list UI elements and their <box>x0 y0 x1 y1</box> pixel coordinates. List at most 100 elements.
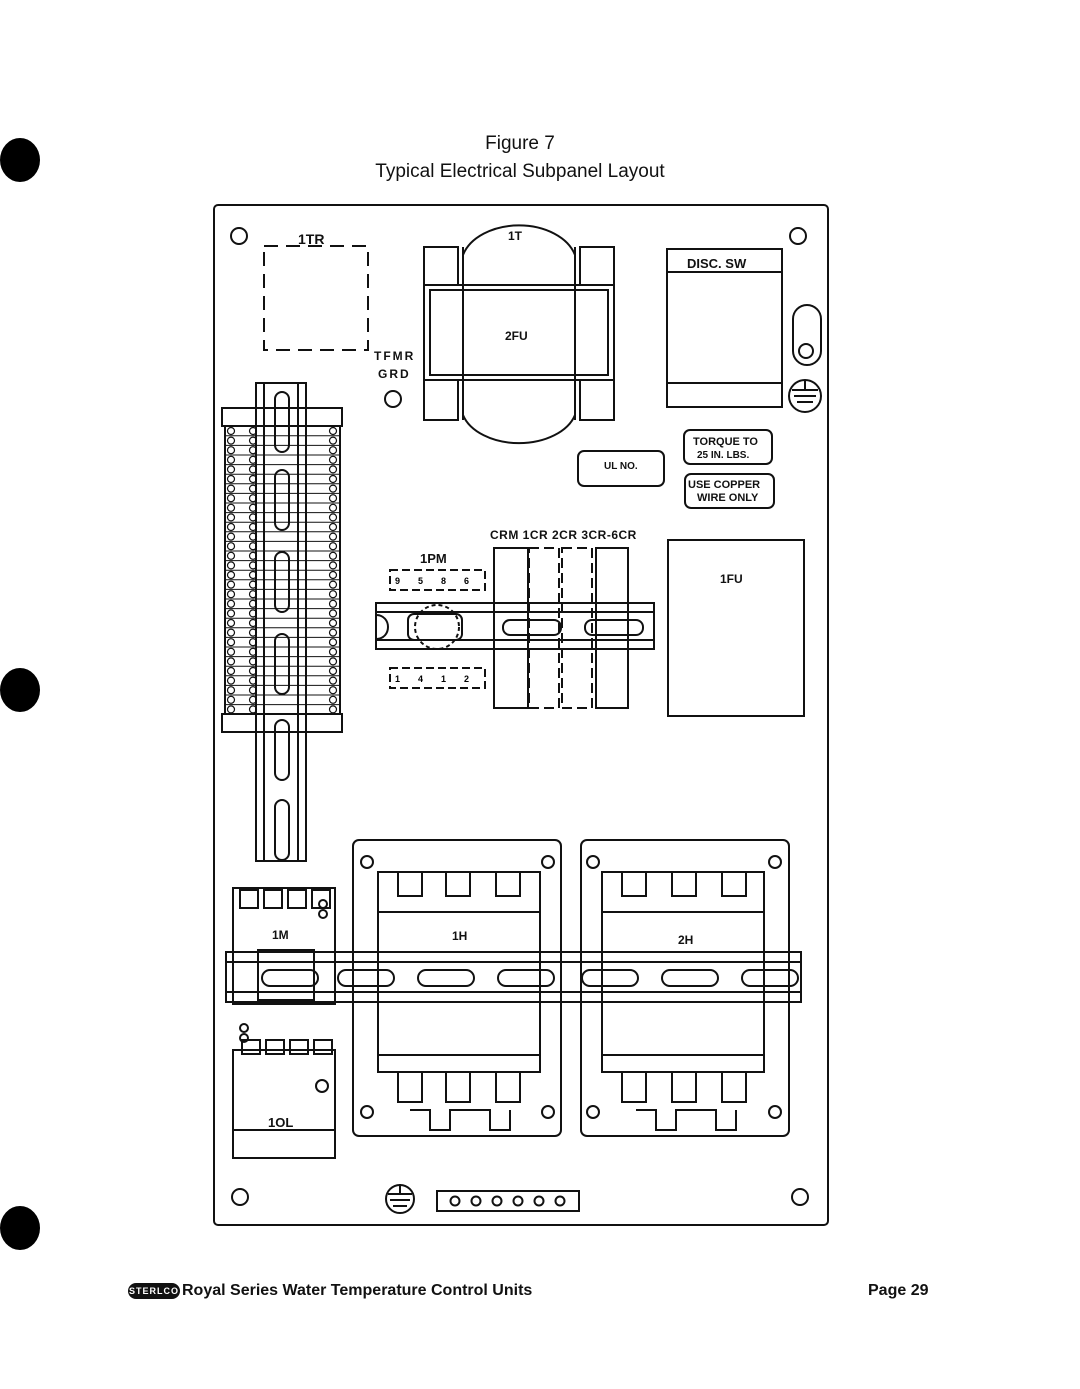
terminal-screw <box>248 570 258 580</box>
terminal-screw <box>226 474 236 484</box>
terminal-screw <box>328 465 338 474</box>
terminal-screw <box>248 609 258 618</box>
terminal-screw <box>328 647 338 656</box>
terminal-screw <box>328 551 338 560</box>
pm-pin-label: 9 <box>395 576 400 586</box>
footer-title: Royal Series Water Temperature Control U… <box>182 1282 533 1299</box>
pm-pin-label: 8 <box>441 576 446 586</box>
terminal-screw <box>248 686 258 695</box>
lower-din-rail <box>225 951 802 1003</box>
fuse-1fu <box>667 539 805 717</box>
terminal-screw <box>328 446 338 455</box>
tr1-outline <box>263 245 369 351</box>
terminal-screw <box>248 484 258 493</box>
terminal-screw <box>248 705 258 714</box>
terminal-screw <box>226 647 236 656</box>
mount-hole <box>230 227 248 245</box>
terminal-screw <box>226 542 236 551</box>
terminal-screw <box>328 628 338 637</box>
pm-pin-label: 6 <box>464 576 469 586</box>
terminal-screw <box>328 513 338 522</box>
terminal-screw <box>248 666 258 676</box>
terminal-screw <box>328 494 338 503</box>
terminal-screw <box>226 532 236 541</box>
terminal-screw <box>328 705 338 714</box>
overload-1ol <box>232 1023 336 1159</box>
figure-title: Figure 7 Typical Electrical Subpanel Lay… <box>0 130 1040 186</box>
terminal-screw <box>328 436 338 445</box>
terminal-screw <box>328 561 338 570</box>
terminal-screw <box>248 647 258 656</box>
pm-pin-label: 2 <box>464 674 469 684</box>
terminal-screw <box>328 580 338 589</box>
binder-hole-middle <box>0 668 40 712</box>
terminal-screw <box>328 474 338 484</box>
terminal-screw <box>248 474 258 484</box>
terminal-screw <box>226 676 236 685</box>
terminal-screw <box>226 657 236 666</box>
terminal-screw <box>226 513 236 522</box>
label-1pm: 1PM <box>420 551 447 566</box>
terminal-screw <box>328 484 338 493</box>
terminal-screw <box>226 590 236 599</box>
terminal-screw <box>226 446 236 455</box>
disconnect-switch <box>666 248 822 413</box>
label-1tr: 1TR <box>298 231 324 247</box>
label-1fu: 1FU <box>720 572 743 586</box>
label-torque-1: TORQUE TO <box>693 436 758 448</box>
label-copper-1: USE COPPER <box>688 479 760 491</box>
terminal-screw <box>248 676 258 685</box>
terminal-screw <box>226 570 236 580</box>
terminal-screw <box>328 657 338 666</box>
terminal-screw <box>226 484 236 493</box>
label-1m: 1M <box>272 928 289 942</box>
terminal-screw <box>226 465 236 474</box>
mount-hole <box>231 1188 249 1206</box>
terminal-screw <box>328 666 338 676</box>
terminal-screw <box>226 580 236 589</box>
terminal-screw <box>248 503 258 512</box>
binder-hole-top <box>0 138 40 182</box>
terminal-screw <box>328 455 338 464</box>
label-disc-sw: DISC. SW <box>687 256 747 271</box>
page-number: Page 29 <box>868 1282 929 1299</box>
copper-wire-label-box <box>684 473 775 509</box>
terminal-screw <box>248 638 258 647</box>
torque-label-box <box>683 429 773 465</box>
figure-number: Figure 7 <box>485 133 555 154</box>
terminal-screw <box>328 590 338 599</box>
terminal-screw <box>226 426 236 436</box>
terminal-screw <box>248 494 258 503</box>
label-torque-2: 25 IN. LBS. <box>697 450 749 461</box>
terminal-screw <box>248 542 258 551</box>
terminal-screw <box>248 628 258 637</box>
subpanel-outline <box>213 204 829 1226</box>
terminal-screw <box>226 522 236 532</box>
terminal-screw <box>328 695 338 704</box>
terminal-screw <box>328 686 338 695</box>
heater-contactor-1h <box>352 839 562 1137</box>
label-1t: 1T <box>508 229 523 243</box>
terminal-screw <box>248 618 258 628</box>
terminal-screw <box>328 618 338 628</box>
terminal-screw <box>248 426 258 436</box>
terminal-screw <box>248 551 258 560</box>
terminal-screw <box>226 494 236 503</box>
pm-pin-label: 4 <box>418 674 423 684</box>
pm-pin-label: 1 <box>395 674 400 684</box>
terminal-screw <box>328 503 338 512</box>
ul-number-box <box>577 450 665 487</box>
company-logo: STERLCO <box>128 1283 180 1299</box>
label-2fu: 2FU <box>505 329 528 343</box>
pm-pin-label: 1 <box>441 674 446 684</box>
terminal-screw <box>248 599 258 608</box>
transformer-1t <box>423 224 615 445</box>
label-relays: CRM 1CR 2CR 3CR-6CR <box>490 528 637 542</box>
terminal-screw <box>226 666 236 676</box>
terminal-screw <box>328 426 338 436</box>
terminal-screw <box>328 522 338 532</box>
figure-caption: Typical Electrical Subpanel Layout <box>375 161 665 182</box>
heater-contactor-2h <box>580 839 790 1137</box>
